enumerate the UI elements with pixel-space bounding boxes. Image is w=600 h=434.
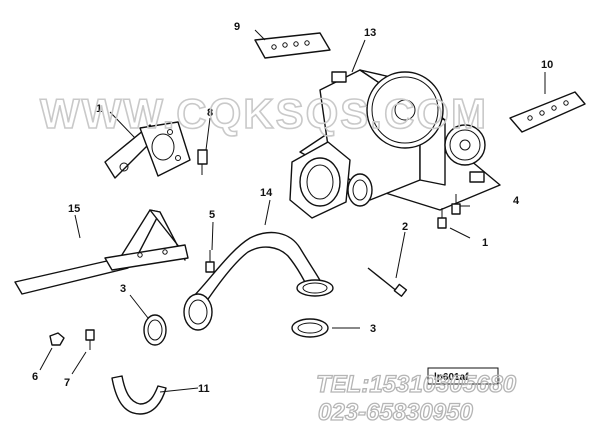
part-6-nut	[49, 332, 65, 346]
label-8: 8	[207, 107, 213, 119]
label-1-right: 1	[482, 237, 488, 249]
part-11-clamp	[111, 375, 167, 415]
part-7-bolt	[85, 329, 95, 350]
label-11: 11	[198, 383, 210, 395]
part-1-bracket	[104, 121, 191, 179]
label-10: 10	[541, 59, 553, 71]
part-4-bolt	[451, 194, 461, 215]
watermark-phone: 023-65830950	[318, 399, 473, 426]
label-9: 9	[234, 21, 240, 33]
label-2: 2	[402, 221, 408, 233]
part-1-bolt	[437, 208, 447, 229]
part-3-gasket-left	[143, 314, 167, 346]
label-4: 4	[513, 195, 520, 207]
part-10-plate	[509, 91, 586, 133]
part-labels: 9 13 10 1 8 15 5 14 2 4 1 3 3 6 7 11	[32, 21, 553, 395]
label-3-right: 3	[370, 323, 376, 335]
label-13: 13	[364, 27, 376, 39]
part-3-gasket-right	[291, 318, 329, 338]
watermark-site: WWW.CQKSQS.COM	[40, 90, 488, 137]
label-7: 7	[64, 377, 70, 389]
label-1-top: 1	[96, 103, 102, 115]
part-13-pump-assembly	[289, 69, 501, 219]
leader-lines	[39, 29, 546, 393]
part-14-pipe	[183, 231, 334, 331]
label-14: 14	[260, 187, 273, 199]
part-8-bolt	[197, 149, 208, 175]
watermark-tel: TEL:15310305680	[316, 371, 517, 398]
part-15-bracket	[14, 209, 189, 295]
part-9-plate	[254, 32, 331, 59]
part-2-bolt	[367, 267, 408, 297]
label-6: 6	[32, 371, 38, 383]
label-5: 5	[209, 209, 215, 221]
part-5-bolt	[205, 250, 215, 273]
drawing-code-box: lp601af	[427, 367, 499, 385]
drawing-code: lp601af	[434, 372, 469, 383]
label-3-left: 3	[120, 283, 126, 295]
label-15: 15	[68, 203, 80, 215]
